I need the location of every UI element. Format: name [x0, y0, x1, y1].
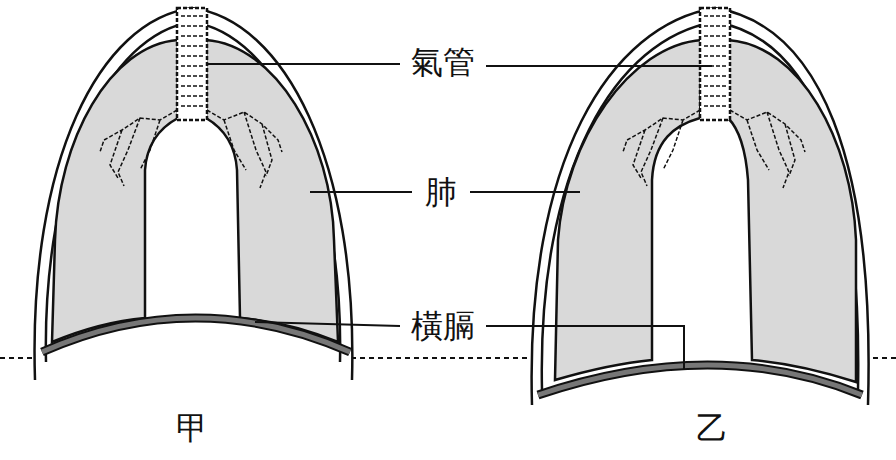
figure-label: 乙 [696, 412, 728, 444]
leader-lines [207, 64, 712, 370]
figure-label: 甲 [176, 412, 208, 444]
part-label: 肺 [425, 176, 457, 208]
part-label: 橫膈 [411, 310, 475, 342]
chest-b [532, 8, 869, 405]
part-label: 氣管 [411, 46, 475, 78]
